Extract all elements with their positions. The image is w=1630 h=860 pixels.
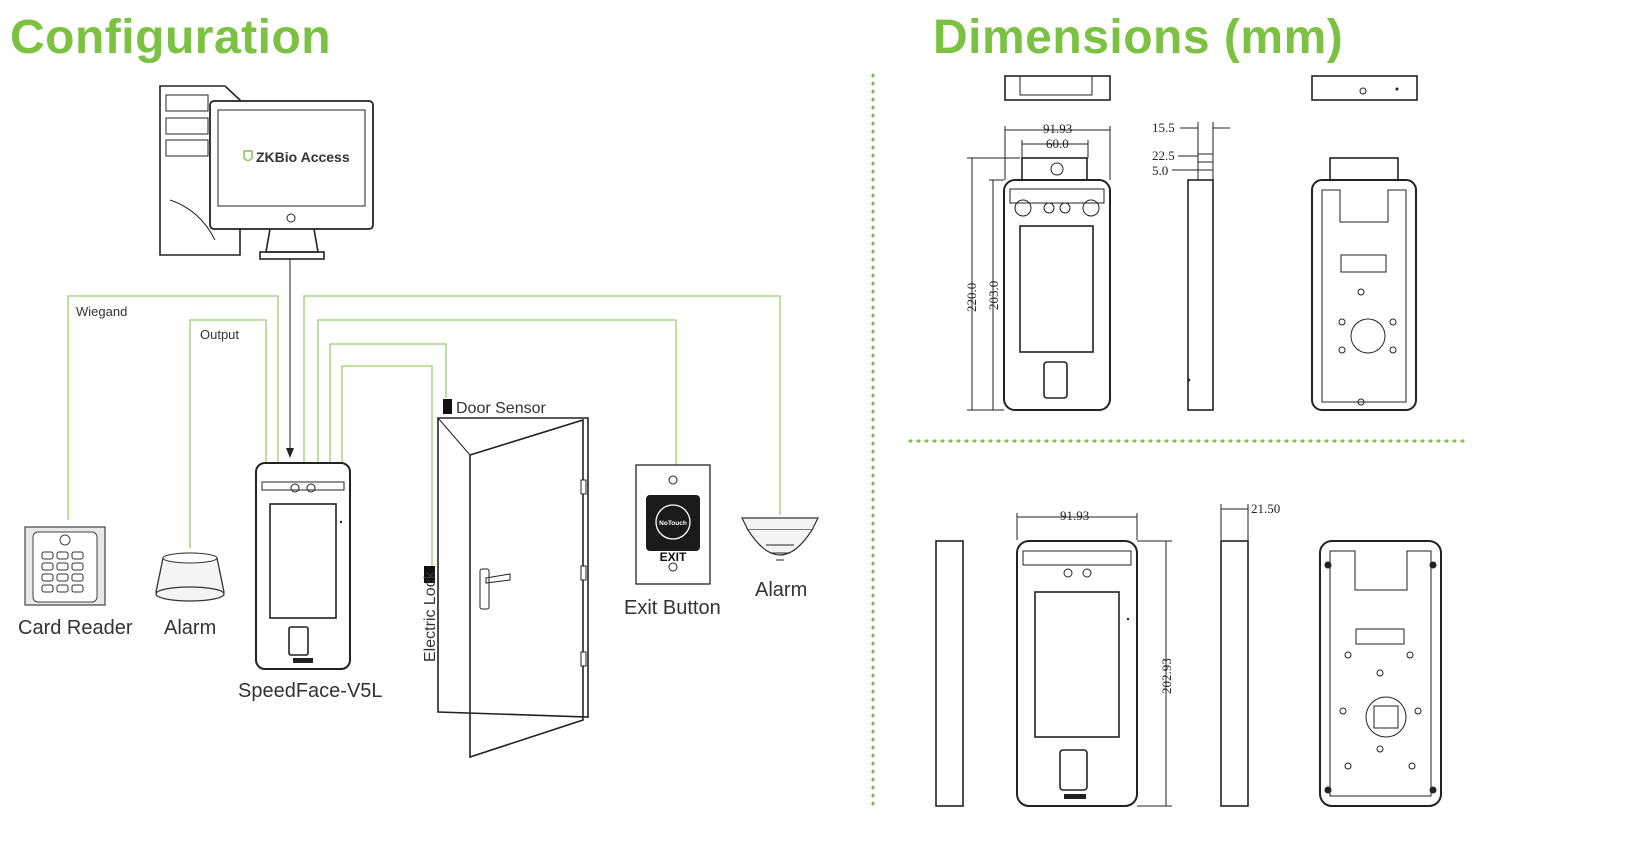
software-name: ZKBio Access [256,149,350,165]
dimensions-title: Dimensions (mm) [933,11,1344,64]
configuration-title: Configuration [10,11,332,64]
wiring [67,295,781,566]
terminal-icon [255,462,351,670]
keypad-key [56,551,69,560]
electric-lock-label: Electric Lock [422,570,439,662]
back-view-upper [1311,157,1417,411]
dim-height-body: 203.0 [986,281,1001,310]
zkbio-logo-icon [243,150,253,162]
keypad-key [71,551,84,560]
door-icon [437,417,589,759]
side-view-lower-right [1220,540,1249,807]
keypad-key [71,573,84,582]
siren-icon [155,552,225,602]
keypad-key [41,584,54,593]
keypad-key [41,573,54,582]
dim-lower-depth: 21.50 [1251,501,1280,516]
dimension-lines-lower [1016,504,1249,807]
electric-lock-icon [424,566,435,583]
dim-width-outer: 91.93 [1043,121,1072,136]
alarm-left-label: Alarm [164,617,216,639]
dim-cam-offset: 5.0 [1152,163,1168,178]
door-sensor-label: Door Sensor [456,400,546,417]
keypad-key [41,551,54,560]
dim-cam-depth: 15.5 [1152,120,1175,135]
dim-lower-width: 91.93 [1060,508,1089,523]
terminal-label: SpeedFace-V5L [238,680,383,702]
exit-text: EXIT [660,550,687,564]
output-label: Output [200,327,239,342]
keypad-key [71,584,84,593]
dim-cam-height: 22.5 [1152,148,1175,163]
keypad-key [56,584,69,593]
card-reader-label: Card Reader [18,617,133,639]
keypad-key [56,573,69,582]
dimension-lines-upper [967,126,1111,411]
exit-button-face-text: NoTouch [659,520,687,527]
back-view-lower [1319,540,1442,807]
door-sensor-icon [443,399,452,414]
wiegand-label: Wiegand [76,304,127,319]
keypad-key [56,562,69,571]
dim-lower-height: 202.93 [1159,658,1174,694]
front-view-upper [1003,157,1111,411]
keypad-key [71,562,84,571]
exit-button-icon [635,464,711,585]
side-view-upper [1172,122,1230,411]
alarm-right-label: Alarm [755,579,807,601]
side-view-lower-left [935,540,964,807]
dim-width-camera: 60.0 [1046,136,1069,151]
keypad-icon [41,551,84,593]
top-view-camera [1004,75,1418,101]
keypad-key [41,562,54,571]
front-view-lower [1016,540,1138,807]
monitor-icon [209,100,374,260]
dim-height-total: 220.0 [964,283,979,312]
exit-button-label: Exit Button [624,597,721,619]
alarm-detector-icon [741,517,819,561]
